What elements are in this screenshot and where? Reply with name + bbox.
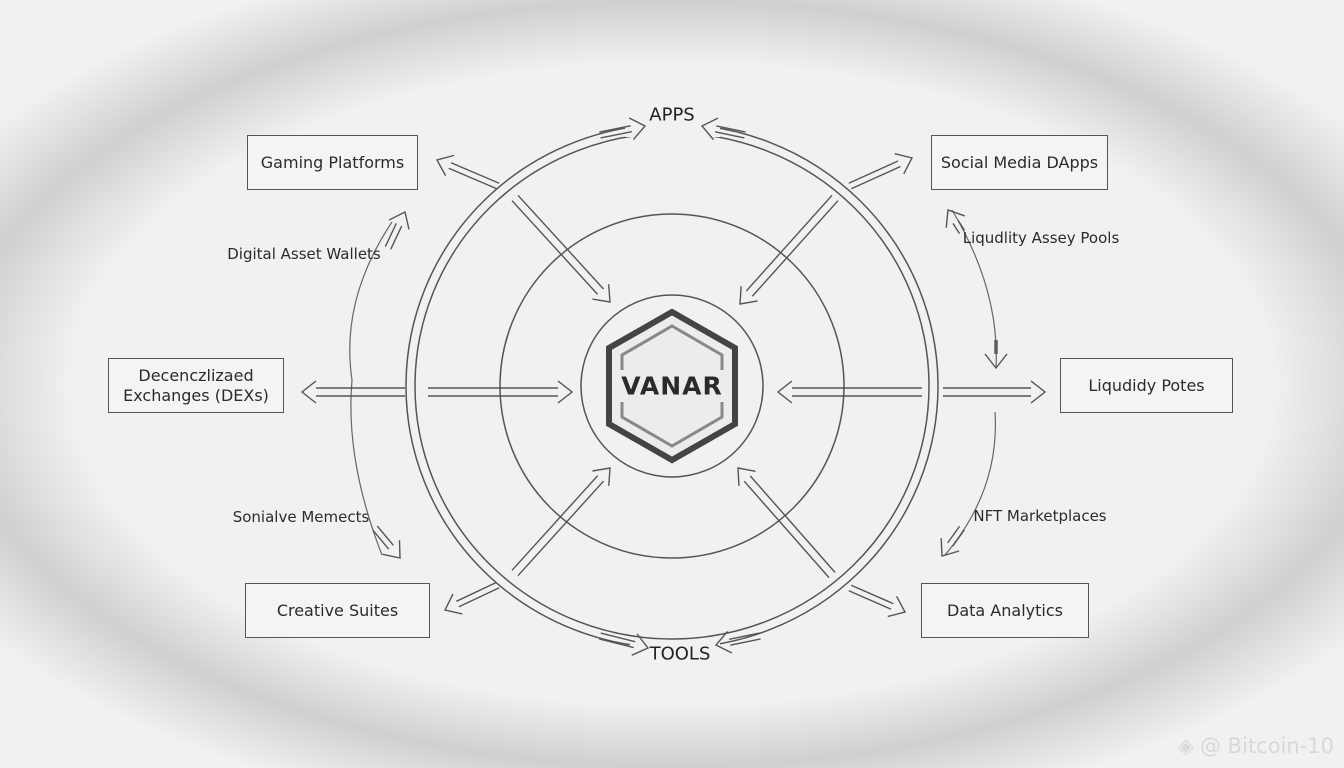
label-nft-marketplaces: NFT Marketplaces [973,507,1107,525]
box-gaming-platforms[interactable]: Gaming Platforms [247,135,418,190]
arrow-dex-to-center [428,380,574,404]
box-creative-suites[interactable]: Creative Suites [245,583,430,638]
vanar-logo-text: VANAR [621,371,723,401]
label-digital-asset-wallets: Digital Asset Wallets [227,245,381,263]
right-lower-connector-arc [944,411,997,556]
arrow-wallets-up [384,210,410,250]
arrow-apps-right [700,117,746,141]
label-memects: Sonialve Memects [232,508,370,526]
arrow-to-social [848,153,914,190]
arrow-bottomright-to-center [737,467,836,579]
box-data-analytics[interactable]: Data Analytics [921,583,1089,638]
middle-ring [499,213,845,559]
right-connector-arc [951,209,997,369]
tools-label: TOOLS [649,643,711,665]
inner-ring [580,294,764,478]
arrow-topleft-to-center [511,194,611,303]
arrow-pools-up [945,209,966,234]
box-label: Social Media DApps [940,152,1099,172]
box-label-line2: Exchanges (DEXs) [123,385,269,405]
box-social-media-dapps[interactable]: Social Media DApps [931,135,1108,190]
arrow-apps-left [599,117,647,140]
arrow-to-creative [443,581,500,615]
apps-gap [625,115,720,137]
box-label: Liqudidy Potes [1088,375,1205,395]
box-liquidity-potes[interactable]: Liqudidy Potes [1060,358,1233,413]
arrow-to-gaming [435,154,500,190]
arrow-to-analytics [848,584,907,618]
logo-text-backdrop [618,370,726,402]
arrow-liquidity-to-center [776,380,922,404]
arrow-tools-left [599,632,650,656]
watermark: ◈ @ Bitcoin-10 [1178,734,1334,758]
box-label-line1: Decenczlizaed [138,365,254,385]
arrow-topright-to-center [739,194,839,305]
watermark-text: @ Bitcoin-10 [1200,734,1334,758]
box-label: Creative Suites [276,600,399,620]
hexagon-logo-inner [620,324,724,448]
arrow-to-dex [300,380,405,404]
binance-diamond-icon: ◈ [1177,734,1194,758]
arrow-tools-right [714,630,761,654]
apps-label: APPS [649,104,695,126]
arrow-memects-down [372,525,401,559]
arrow-nft-down [940,525,966,557]
arrow-to-liquidity-potes [943,380,1047,404]
label-liquidity-pools: Liqudlity Assey Pools [962,229,1120,247]
left-connector-arc [349,221,393,556]
box-label: Gaming Platforms [260,152,405,172]
box-label: Data Analytics [947,600,1063,620]
arrow-bottomleft-to-center [511,467,611,577]
arrow-pools-down [984,340,1008,370]
